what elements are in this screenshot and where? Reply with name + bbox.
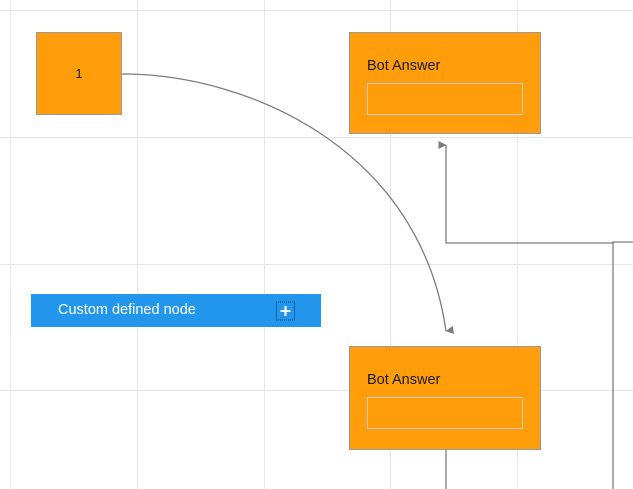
grid-line-horizontal <box>0 390 633 391</box>
grid-line-vertical <box>10 0 11 489</box>
bot-answer-bottom-title: Bot Answer <box>367 372 441 388</box>
node-bot-answer-top[interactable]: Bot Answer <box>349 32 541 134</box>
grid-line-vertical <box>264 0 265 489</box>
bot-answer-bottom-input[interactable] <box>367 397 523 429</box>
bot-answer-top-input[interactable] <box>367 83 523 115</box>
node-1-label: 1 <box>75 66 83 81</box>
grid-line-horizontal <box>0 264 633 265</box>
grid-line-vertical <box>517 0 518 489</box>
custom-defined-node-label: Custom defined node <box>58 302 196 319</box>
grid-line-vertical <box>137 0 138 489</box>
node-bot-answer-bottom[interactable]: Bot Answer <box>349 346 541 450</box>
grid-line-horizontal <box>0 137 633 138</box>
node-1[interactable]: 1 <box>36 32 122 115</box>
bot-answer-top-title: Bot Answer <box>367 58 441 74</box>
grid-line-horizontal <box>0 10 633 11</box>
custom-defined-node-item[interactable]: Custom defined node <box>31 294 321 327</box>
plus-icon[interactable] <box>276 301 295 320</box>
